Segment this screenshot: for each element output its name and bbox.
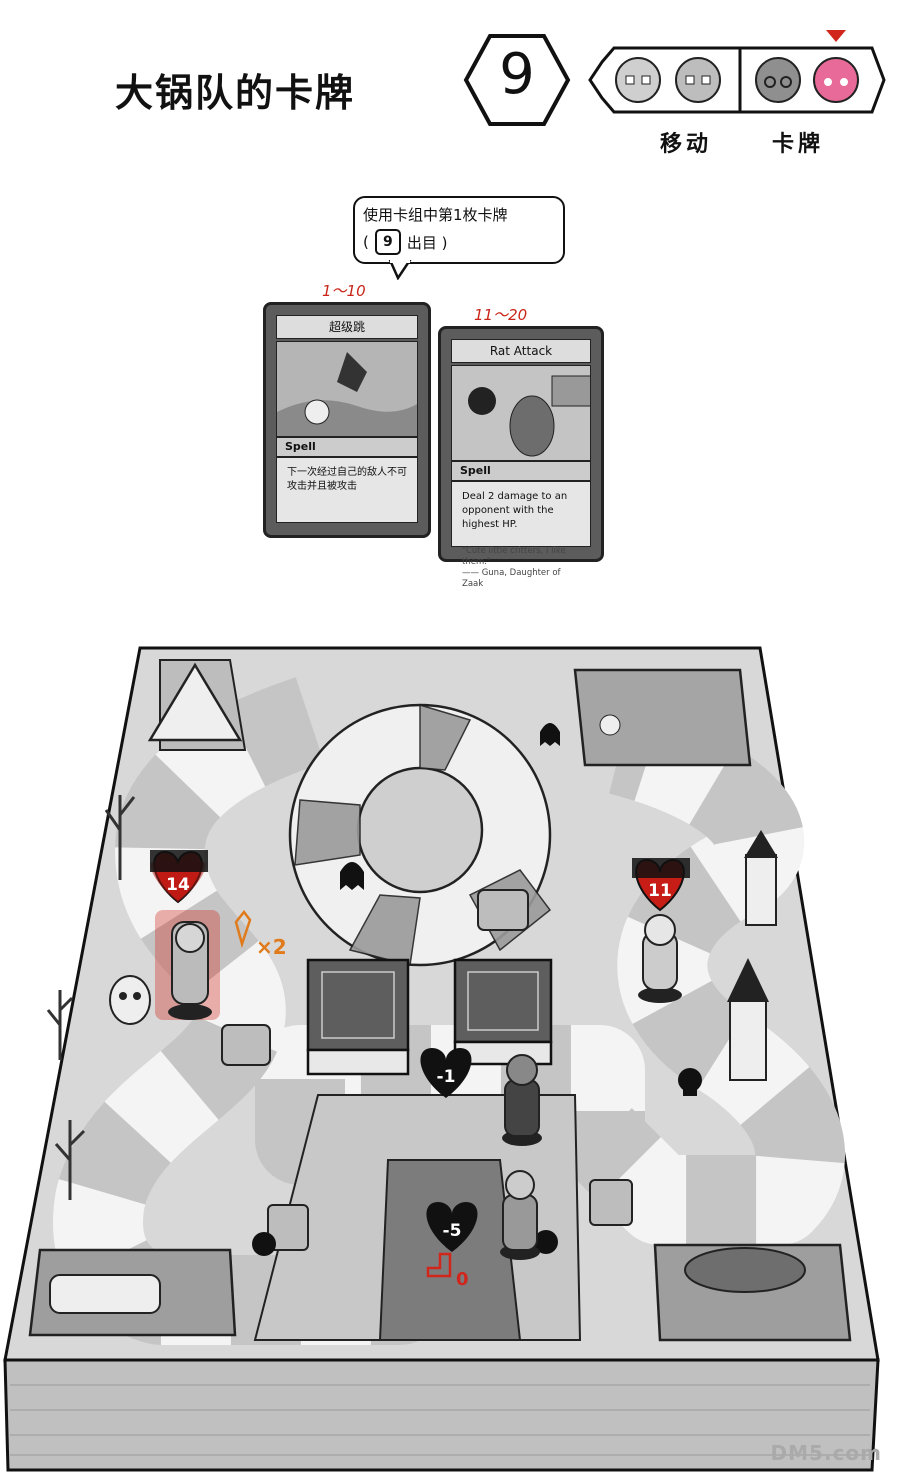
chest-icon [589,1179,633,1226]
card-super-jump[interactable]: 超级跳 Spell 下一次经过自己的敌人不可攻击并且被攻击 [263,302,431,538]
tower-icon [744,830,778,926]
party-face-2 [675,57,721,103]
multiplier-text: ×2 [256,935,287,959]
bubble-line-2: 出目 ) [406,233,448,252]
card-2-art [451,365,591,461]
chest-icon [477,889,529,931]
turn-number: 9 [499,42,535,107]
card-1-name: 超级跳 [276,315,418,339]
tower-icon [727,958,769,1081]
watermark: DM5.com [770,1441,882,1465]
card-1-type: Spell [276,437,418,457]
instruction-bubble: 使用卡组中第1枚卡牌 ( 9 出目 ) [353,196,565,264]
tent-icon [147,662,243,742]
dagger-icon [234,909,252,949]
card-rat-attack[interactable]: Rat Attack Spell Deal 2 damage to an opp… [438,326,604,589]
card-2-name: Rat Attack [451,339,591,363]
deck-left[interactable] [306,958,410,1076]
campfire-area [573,668,752,767]
page-title: 大锅队的卡牌 [115,71,356,115]
hp-right-value: 11 [648,881,672,901]
ghost-icon [540,723,560,746]
bubble-line-1: 使用卡组中第1枚卡牌 [363,206,508,224]
skull-icon [252,1232,276,1256]
card-2-type: Spell [451,461,591,481]
skull-horn-icon [109,975,151,1025]
damage-bottom-value: -5 [443,1221,462,1241]
deck-right[interactable] [453,958,553,1066]
chest-icon [267,1204,309,1251]
dice-number-icon: 9 [374,229,401,255]
player-token-pigtails[interactable] [638,914,682,1003]
card-1-text: 下一次经过自己的敌人不可攻击并且被攻击 [276,457,418,523]
damage-heart-top: -1 [420,1048,472,1098]
turn-number-badge: 9 [462,32,572,128]
card-1-range: 1～10 [322,282,366,300]
hp-left-value: 14 [166,875,190,895]
card-1-art [276,341,418,437]
party-face-4-active [813,57,859,103]
boot-icon [426,1252,452,1278]
card-2-text: Deal 2 damage to an opponent with the hi… [462,491,568,530]
hp-heart-right: 11 [632,858,690,912]
scroll-icon [49,1274,161,1314]
bubble-tail [388,260,412,280]
card-2-textbox: Deal 2 damage to an opponent with the hi… [451,481,591,589]
ghost-icon [340,862,364,890]
skull-icon [678,1068,702,1096]
game-board: 14 11 -1 -5 ×2 0 [3,646,880,1472]
turn-order-bar: 移动 卡牌 [588,30,888,157]
damage-heart-bottom: -5 [426,1202,478,1252]
card-2-range: 11～20 [474,306,528,324]
boot-count: 0 [456,1269,469,1290]
party-face-1 [615,57,661,103]
card-2-flavor-quote: "Cute little critters, I like them." [462,546,566,567]
bubble-open-paren: ( [363,233,369,251]
chest-icon [221,1024,271,1066]
label-card: 卡牌 [772,132,825,157]
player-token-red-aura[interactable] [155,910,220,1020]
hp-heart-left: 14 [150,850,208,904]
party-face-3 [755,57,801,103]
skull-icon [534,1230,558,1254]
player-token-center-top[interactable] [502,1054,542,1146]
hexagon-icon [463,34,571,126]
label-move: 移动 [660,132,713,157]
card-2-flavor-attr: —— Guna, Daughter of Zaak [462,568,561,589]
active-turn-marker-icon [826,30,846,42]
player-token-center-bottom[interactable] [500,1170,540,1260]
damage-top-value: -1 [437,1067,456,1087]
dead-tree-icon [46,795,136,1200]
